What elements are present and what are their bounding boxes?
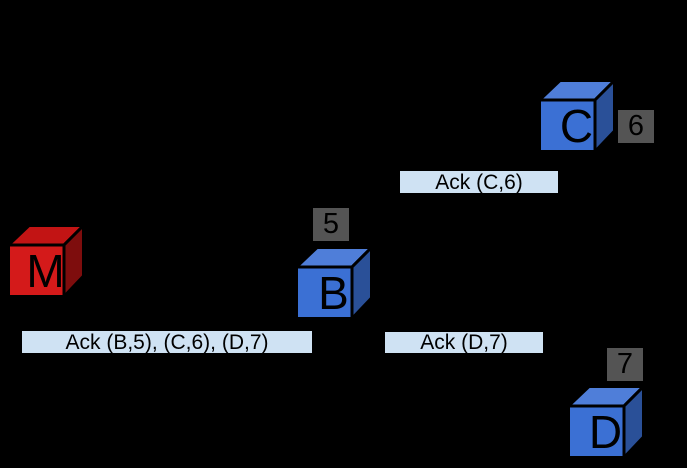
cube-front-face	[7, 243, 66, 298]
node-c: C	[538, 79, 616, 153]
cube-front-face	[567, 404, 626, 459]
node-d-label: D	[588, 406, 623, 458]
cube-3d-icon	[567, 385, 645, 459]
node-b: B	[295, 246, 373, 320]
cube-3d-icon	[7, 224, 85, 298]
node-m-label: M	[26, 245, 65, 297]
message-ack-c6: Ack (C,6)	[400, 171, 558, 193]
node-c-label: C	[559, 100, 594, 152]
node-b-label: B	[318, 267, 349, 319]
cube-3d-icon	[295, 246, 373, 320]
message-ack-d7: Ack (D,7)	[385, 332, 543, 353]
node-d: D	[567, 385, 645, 459]
node-c-badge: 6	[618, 110, 654, 143]
message-ack-b5-c6-d7: Ack (B,5), (C,6), (D,7)	[22, 331, 312, 353]
cube-front-face	[295, 265, 354, 320]
node-d-badge: 7	[607, 348, 643, 381]
cube-3d-icon	[538, 79, 616, 153]
node-m: M	[7, 224, 85, 298]
node-b-badge: 5	[313, 208, 349, 241]
cube-front-face	[538, 98, 597, 153]
